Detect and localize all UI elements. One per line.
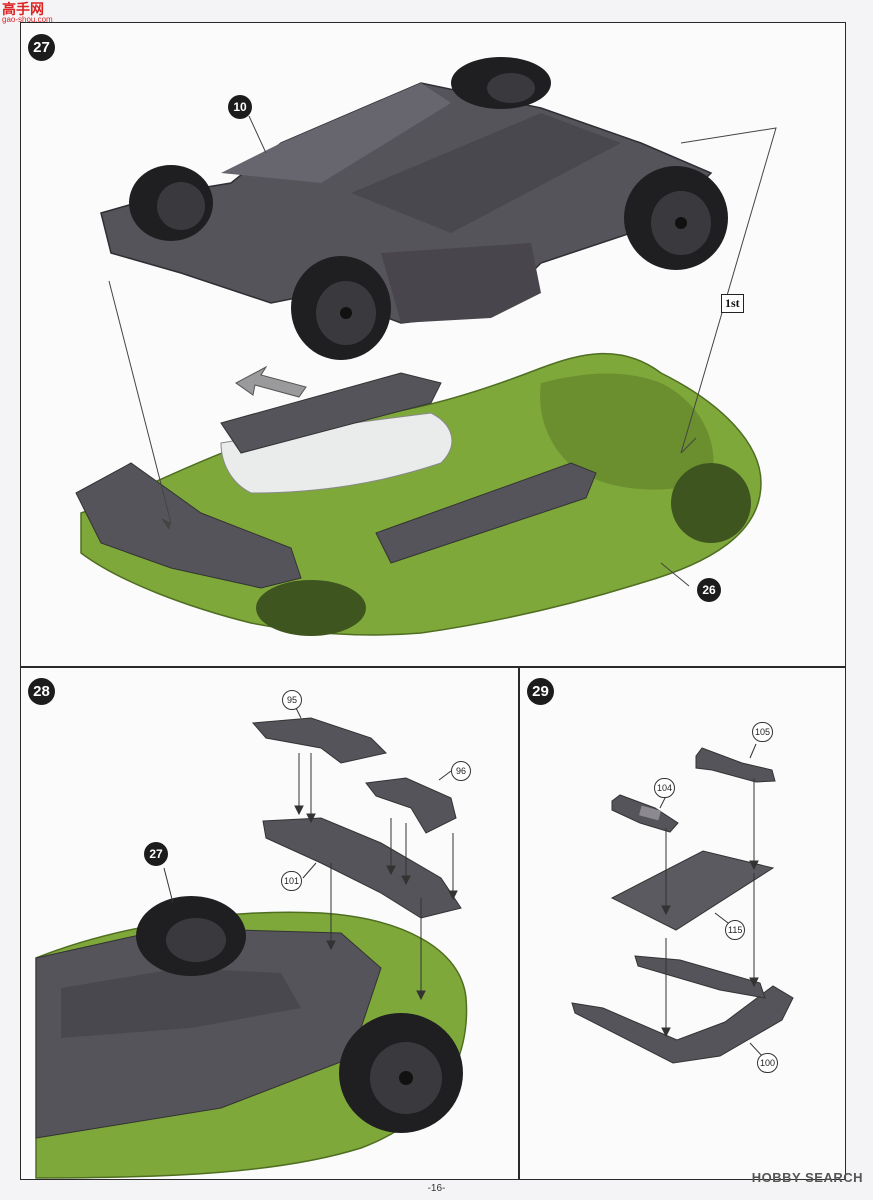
page-number: -16- <box>427 1183 446 1194</box>
step-number-29: 29 <box>527 678 554 705</box>
step-29-illustration <box>571 743 794 1064</box>
part-number-95: 95 <box>282 690 302 710</box>
brand-watermark: HOBBY SEARCH <box>752 1170 863 1185</box>
brand-text: HOBBY SEARCH <box>751 1170 863 1185</box>
step-27-panel: 27 10 26 1st <box>20 22 846 667</box>
watermark-url: gao-shou.com <box>2 15 53 24</box>
step-29-panel: 29 105 104 115 100 <box>519 667 846 1180</box>
step-27-illustration <box>75 57 777 636</box>
part-callout-26: 26 <box>697 578 721 602</box>
step-number-27: 27 <box>28 34 55 61</box>
part-callout-27: 27 <box>144 842 168 866</box>
part-number-115: 115 <box>725 920 746 940</box>
step-number-28: 28 <box>28 678 55 705</box>
part-number-104: 104 <box>654 778 676 798</box>
step-28-panel: 28 27 95 96 101 <box>20 667 519 1180</box>
assembly-order-label: 1st <box>721 294 744 313</box>
step-28-illustration <box>35 707 468 1179</box>
part-number-96: 96 <box>451 761 471 781</box>
part-number-105: 105 <box>752 722 774 742</box>
part-number-100: 100 <box>757 1053 779 1073</box>
part-callout-10: 10 <box>228 95 252 119</box>
part-number-101: 101 <box>281 871 303 891</box>
site-watermark: 高手网 gao-shou.com <box>2 2 53 24</box>
watermark-title: 高手网 <box>2 1 44 17</box>
